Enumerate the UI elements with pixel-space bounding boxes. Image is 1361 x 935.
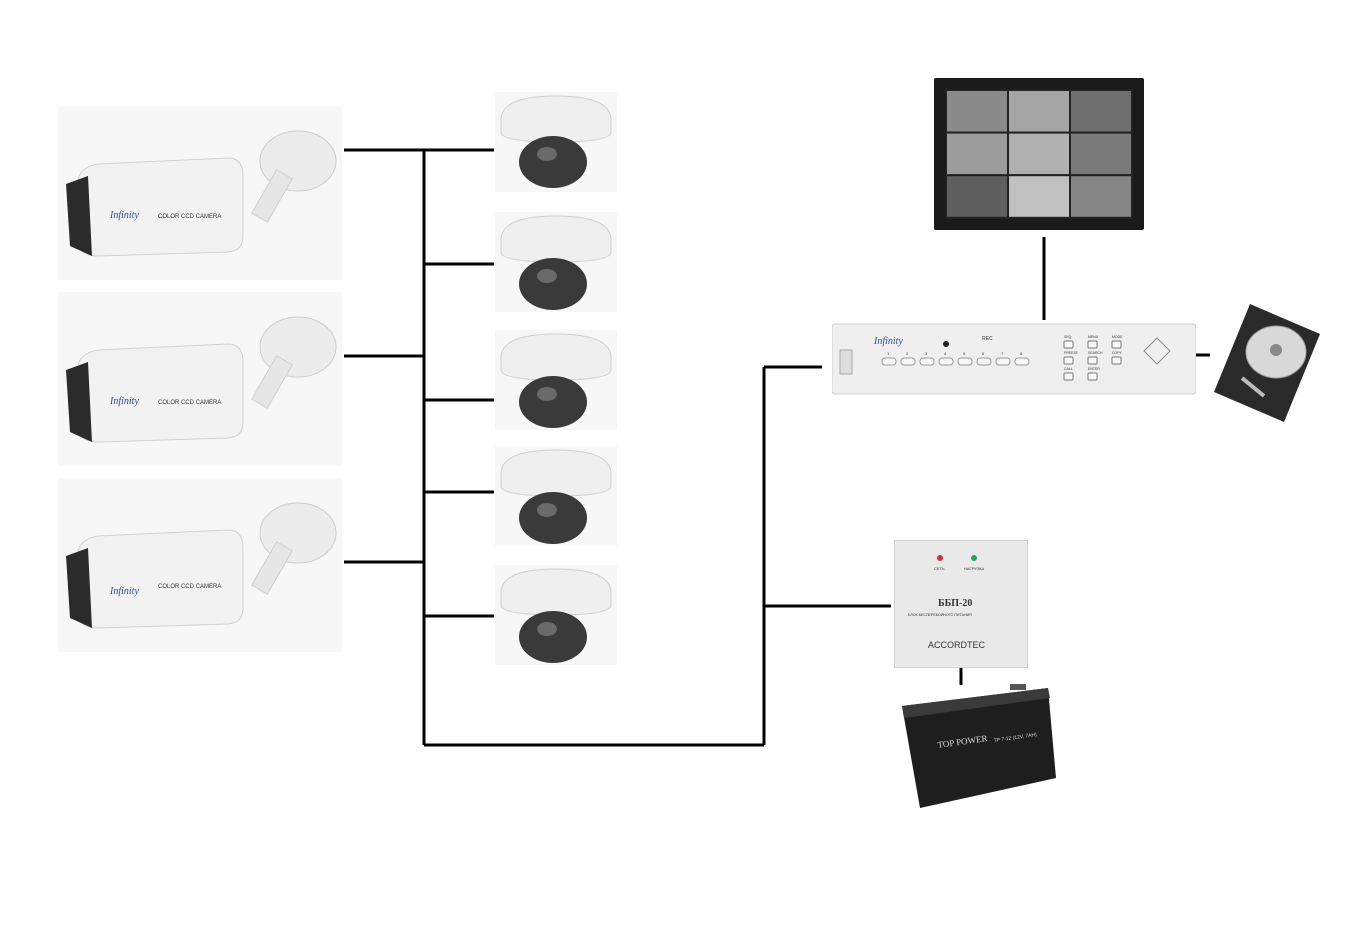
dvr-rec-label: REC xyxy=(982,336,993,342)
power-supply: СЕТЬ НАГРУЗКА ББП-20 БЛОК БЕСПЕРЕБОЙНОГО… xyxy=(893,539,1029,669)
dvr-channel-label: 3 xyxy=(925,351,928,356)
dome-camera-3 xyxy=(495,330,617,430)
camera-model-1: COLOR CCD CAMERA xyxy=(158,214,221,220)
dome-camera-icon xyxy=(495,565,617,665)
dvr-channel-label: 4 xyxy=(944,351,947,356)
bullet-camera-1: Infinity COLOR CCD CAMERA xyxy=(58,106,342,280)
dvr-channel-button[interactable] xyxy=(919,357,935,366)
dvr-channel-label: 7 xyxy=(1001,351,1004,356)
dvr-function-button[interactable] xyxy=(1087,340,1098,349)
bullet-camera-2: Infinity COLOR CCD CAMERA xyxy=(58,292,342,466)
power-supply-icon: СЕТЬ НАГРУЗКА ББП-20 БЛОК БЕСПЕРЕБОЙНОГО… xyxy=(893,539,1029,669)
dvr-channel-label: 5 xyxy=(963,351,966,356)
dvr-channel-button[interactable] xyxy=(900,357,916,366)
dvr-function-label: CALL xyxy=(1064,367,1073,371)
dome-camera-1 xyxy=(495,92,617,192)
psu-model: ББП-20 xyxy=(938,598,972,609)
battery-icon: TOP POWER TP 7-12 (12V, 7AH) xyxy=(902,684,1056,808)
camera-brand-1: Infinity xyxy=(109,210,139,221)
dvr-function-button[interactable] xyxy=(1063,372,1074,381)
psu-brand: ACCORDTEC xyxy=(928,640,986,650)
bullet-camera-icon: Infinity COLOR CCD CAMERA xyxy=(58,292,342,466)
dvr-channel-button[interactable] xyxy=(957,357,973,366)
dvr-channel-label: 1 xyxy=(887,351,890,356)
camera-brand-2: Infinity xyxy=(109,396,139,407)
dome-camera-5 xyxy=(495,565,617,665)
dvr-function-label: COPY xyxy=(1112,351,1123,355)
hard-drive-icon xyxy=(1214,304,1320,422)
dvr-function-label: ENTER xyxy=(1088,367,1100,371)
battery: TOP POWER TP 7-12 (12V, 7AH) xyxy=(898,684,1060,812)
dvr-function-button[interactable] xyxy=(1063,356,1074,365)
bullet-camera-icon: Infinity COLOR CCD CAMERA xyxy=(58,478,342,652)
monitor-icon xyxy=(934,78,1144,230)
dvr-channel-button[interactable] xyxy=(881,357,897,366)
bullet-camera-icon: Infinity COLOR CCD CAMERA xyxy=(58,106,342,280)
dvr-function-button[interactable] xyxy=(1111,340,1122,349)
dvr-channel-buttons: 1 2 3 4 5 6 7 8 xyxy=(881,351,1030,366)
psu-subtitle: БЛОК БЕСПЕРЕБОЙНОГО ПИТАНИЯ xyxy=(908,613,972,617)
dvr-channel-button[interactable] xyxy=(938,357,954,366)
camera-brand-3: Infinity xyxy=(109,586,139,597)
dvr-channel-label: 2 xyxy=(906,351,909,356)
dome-camera-4 xyxy=(495,446,617,546)
dvr-function-label: SEARCH xyxy=(1088,351,1103,355)
dvr-function-label: SEQ xyxy=(1064,335,1072,339)
dvr-function-button[interactable] xyxy=(1087,356,1098,365)
camera-model-2: COLOR CCD CAMERA xyxy=(158,400,221,406)
dvr-function-label: FREEZE xyxy=(1064,351,1078,355)
dome-camera-icon xyxy=(495,92,617,192)
dome-camera-icon xyxy=(495,446,617,546)
dvr-function-label: MENU xyxy=(1088,335,1099,339)
dvr-channel-button[interactable] xyxy=(976,357,992,366)
dvr-channel-button[interactable] xyxy=(1014,357,1030,366)
dvr-function-buttons: SEQ MENU MODE FREEZE SEARCH COPY CALL ENTER xyxy=(1063,335,1123,381)
dvr-channel-button[interactable] xyxy=(995,357,1011,366)
dvr-channel-label: 6 xyxy=(982,351,985,356)
dvr-function-label: MODE xyxy=(1112,335,1123,339)
dome-camera-2 xyxy=(495,212,617,312)
camera-model-3: COLOR CCD CAMERA xyxy=(158,584,221,590)
dome-camera-icon xyxy=(495,330,617,430)
dome-camera-icon xyxy=(495,212,617,312)
psu-led-1: СЕТЬ xyxy=(934,566,945,571)
dvr-function-button[interactable] xyxy=(1087,372,1098,381)
psu-led-2: НАГРУЗКА xyxy=(964,566,985,571)
bullet-camera-3: Infinity COLOR CCD CAMERA xyxy=(58,478,342,652)
dvr-brand: Infinity xyxy=(873,336,903,347)
hard-drive xyxy=(1212,300,1322,426)
dvr-function-button[interactable] xyxy=(1063,340,1074,349)
dvr-channel-label: 8 xyxy=(1020,351,1023,356)
monitor xyxy=(934,78,1144,230)
dvr-function-button[interactable] xyxy=(1111,356,1122,365)
